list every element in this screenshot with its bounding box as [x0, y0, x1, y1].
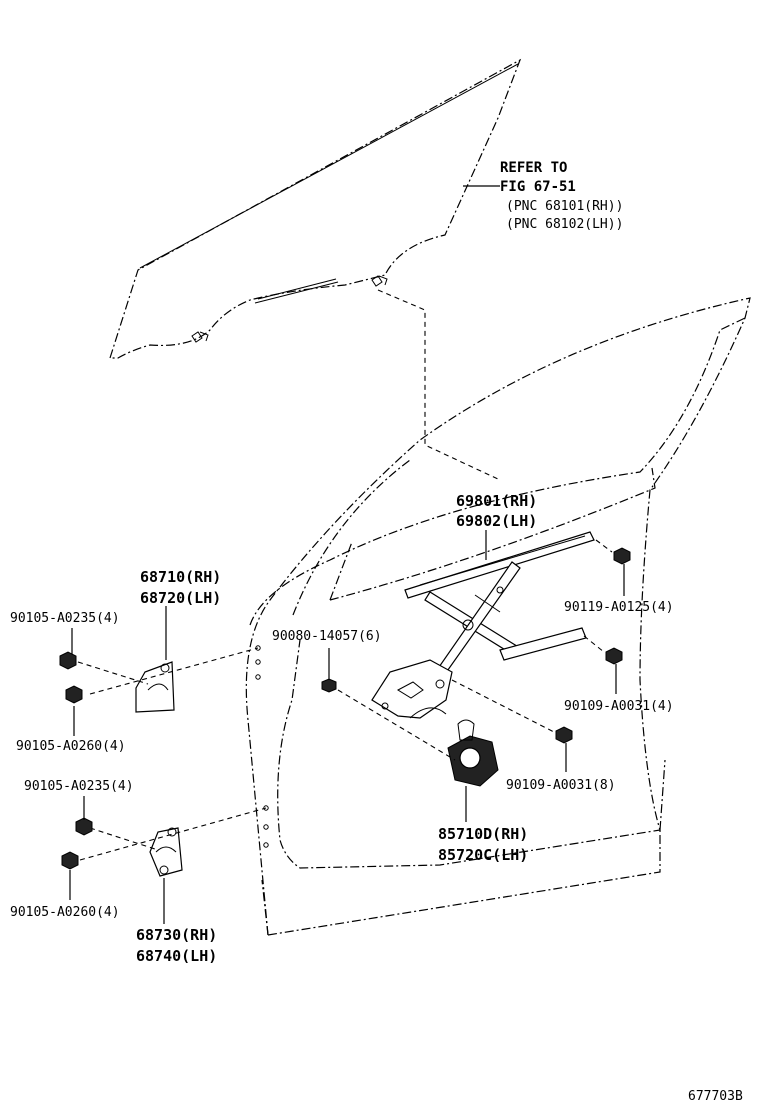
upper-hinge — [77, 647, 259, 713]
lower-bolt-a-icon — [75, 817, 93, 836]
upper-bolt-a-icon — [59, 651, 77, 670]
refer-line-3: (PNC 68101(RH)) — [506, 199, 623, 214]
label-68720: 68720(LH) — [140, 589, 221, 607]
label-85720c: 85720C(LH) — [438, 846, 528, 864]
upper-bolt-b-icon — [65, 685, 83, 704]
lower-bolt-b-icon — [61, 851, 79, 870]
glass-link-line — [377, 289, 501, 481]
label-90080: 90080-14057(6) — [272, 629, 382, 644]
bolt-90109-lower-icon — [451, 679, 573, 744]
refer-line-4: (PNC 68102(LH)) — [506, 217, 623, 232]
window-regulator-motor — [447, 719, 499, 787]
label-upper-90105-a0235: 90105-A0235(4) — [10, 611, 120, 626]
refer-line-2: FIG 67-51 — [500, 179, 576, 195]
label-90119: 90119-A0125(4) — [564, 600, 674, 615]
label-69801: 69801(RH) — [456, 492, 537, 510]
lower-hinge — [79, 807, 267, 877]
regulator-bracket — [371, 659, 453, 719]
label-68710: 68710(RH) — [140, 568, 221, 586]
window-regulator — [404, 531, 595, 685]
figure-id: 677703B — [688, 1089, 743, 1104]
label-90109-8: 90109-A0031(8) — [506, 778, 616, 793]
bolt-90119-icon — [595, 539, 631, 565]
refer-line-1: REFER TO — [500, 160, 567, 176]
label-lower-90105-a0260: 90105-A0260(4) — [10, 905, 120, 920]
label-85710d: 85710D(RH) — [438, 825, 528, 843]
label-68730: 68730(RH) — [136, 926, 217, 944]
label-upper-90105-a0260: 90105-A0260(4) — [16, 739, 126, 754]
door-frame — [245, 297, 751, 936]
leader-lines — [69, 530, 625, 924]
bolt-90109-upper-icon — [583, 635, 623, 665]
label-68740: 68740(LH) — [136, 947, 217, 965]
label-90109-4: 90109-A0031(4) — [564, 699, 674, 714]
label-lower-90105-a0235: 90105-A0235(4) — [24, 779, 134, 794]
door-glass — [109, 58, 522, 359]
label-69802: 69802(LH) — [456, 512, 537, 530]
